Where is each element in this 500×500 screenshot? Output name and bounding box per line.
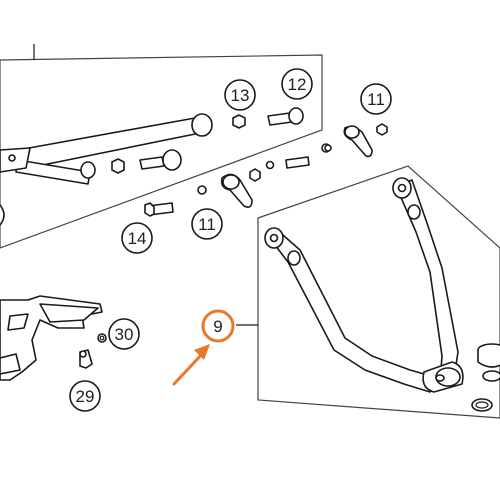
upper-control-arm	[0, 113, 213, 226]
callout-11-top: 11	[360, 83, 392, 115]
callout-12-label: 12	[288, 75, 307, 94]
steering-knuckle	[0, 295, 103, 381]
callout-11-mid-label: 11	[198, 215, 216, 234]
lower-arm-panel	[257, 165, 500, 419]
callout-14: 14	[121, 222, 153, 254]
callout-9: 9	[201, 309, 235, 343]
callout-13: 13	[224, 79, 256, 111]
upper-panel-hardware	[111, 107, 304, 174]
middle-hardware	[144, 144, 332, 217]
callout-12: 12	[281, 68, 313, 100]
knuckle-hardware	[79, 333, 107, 369]
tie-rod-end-right	[321, 123, 388, 158]
lower-control-arm	[264, 177, 464, 393]
callout-30-label: 30	[115, 325, 134, 344]
callout-11-top-label: 11	[367, 90, 385, 109]
ball-joint	[471, 343, 500, 412]
callout-9-label: 9	[213, 317, 222, 336]
callout-11-mid: 11	[191, 208, 223, 240]
callout-14-label: 14	[128, 229, 147, 248]
callout-29-label: 29	[76, 387, 95, 406]
callout-29: 29	[69, 380, 101, 412]
callout-30: 30	[108, 318, 140, 350]
highlight-arrow	[172, 344, 210, 386]
callout-13-label: 13	[231, 86, 250, 105]
